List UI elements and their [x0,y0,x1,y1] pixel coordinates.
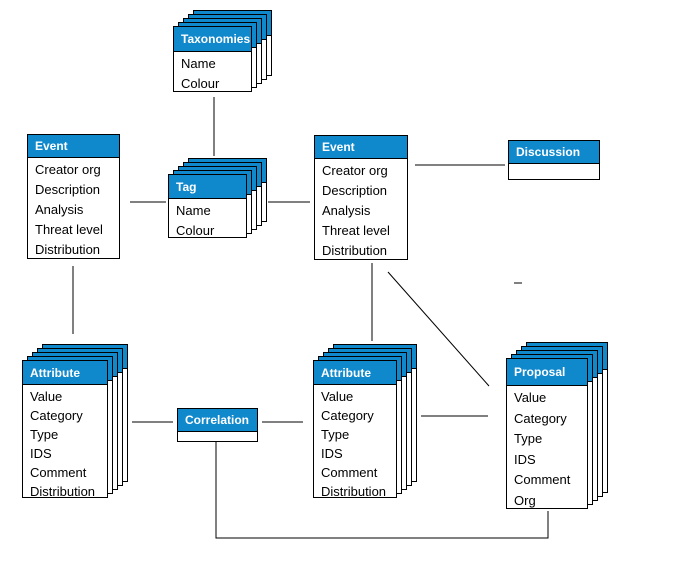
field-label: Analysis [322,203,371,218]
field-label: Description [322,183,388,198]
field-label: Comment [30,465,87,480]
field-label: Name [181,56,216,71]
field-label: Creator org [322,163,388,178]
field-label: Name [176,203,211,218]
field-label: Org [514,492,536,508]
entity-attribute-left: Attribute Value Category Type IDS Commen… [22,344,128,499]
field-label: Analysis [35,202,84,217]
entity-title: Taxonomies [174,27,251,52]
entity-card: Proposal Value Category Type IDS Comment… [506,358,588,509]
field-label: Type [514,431,543,446]
field-label: IDS [514,451,536,467]
field-label: Comment [321,465,378,480]
connector-correlation-proposal [215,442,549,539]
entity-card: Correlation [177,408,258,442]
entity-event-right: Event Creator org Description Analysis T… [314,135,408,260]
entity-card: Event Creator org Description Analysis T… [27,134,120,259]
field-label: Value [321,389,354,404]
entity-taxonomies: Taxonomies Name Colour [173,10,272,92]
field-label: Value [30,389,63,404]
entity-discussion: Discussion [508,140,600,180]
entity-card: Tag Name Colour [168,174,247,238]
field-label: Distribution [322,243,388,258]
entity-title: Event [28,135,119,158]
field-label: Type [321,427,350,442]
field-label: IDS [321,446,343,461]
entity-title: Correlation [178,409,257,432]
entity-title: Tag [169,175,246,199]
field-label: Comment [514,472,571,487]
entity-card: Event Creator org Description Analysis T… [314,135,408,260]
field-label: Category [514,410,567,426]
entity-proposal: Proposal Value Category Type IDS Comment… [506,342,608,509]
field-label: Type [30,427,59,442]
field-label: Description [35,182,101,197]
field-label: Category [30,408,83,423]
entity-card: Attribute Value Category Type IDS Commen… [313,360,397,499]
entity-attribute-center: Attribute Value Category Type IDS Commen… [313,344,417,499]
entity-title: Discussion [509,141,599,164]
entity-card: Taxonomies Name Colour [173,26,252,92]
field-label: Value [514,390,547,405]
entity-correlation: Correlation [177,408,258,442]
field-label: Colour [176,223,215,238]
entity-title: Proposal [507,359,587,386]
field-label: Category [321,408,374,423]
field-label: Threat level [35,222,103,237]
field-label: Creator org [35,162,101,177]
field-label: Threat level [322,223,390,238]
field-label: IDS [30,446,52,461]
field-label: Colour [181,76,220,91]
entity-card: Discussion [508,140,600,180]
entity-title: Attribute [23,361,107,385]
entity-event-left: Event Creator org Description Analysis T… [27,134,120,259]
entity-title: Event [315,136,407,159]
entity-tag: Tag Name Colour [168,158,267,238]
connector-eventright-proposal [387,271,490,387]
field-label: Distribution [30,484,96,499]
entity-title: Attribute [314,361,396,385]
field-label: Distribution [321,484,387,499]
entity-card: Attribute Value Category Type IDS Commen… [22,360,108,499]
field-label: Distribution [35,242,101,257]
